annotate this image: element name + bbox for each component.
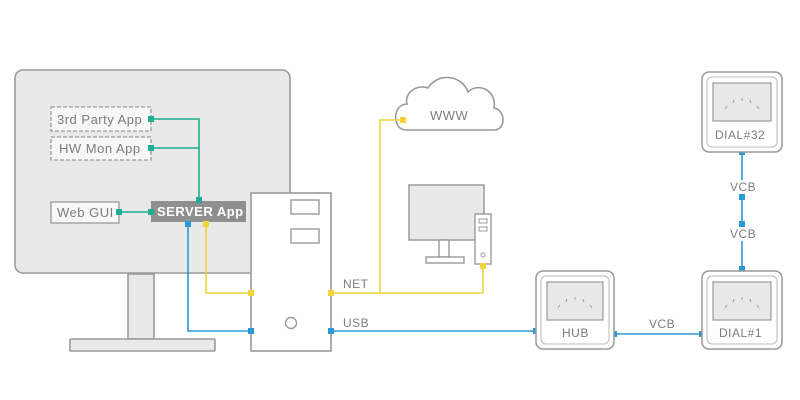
hub-label: HUB: [562, 326, 589, 340]
usb-lines: [187, 152, 743, 335]
dial-1-label: DIAL#1: [719, 326, 762, 340]
app-third-party-label: 3rd Party App: [57, 112, 142, 127]
net-lines: [205, 119, 484, 294]
app-link-lines: [119, 118, 200, 213]
cloud-icon: WWW: [394, 76, 504, 131]
usb-label: USB: [343, 316, 369, 330]
app-hw-mon-box: HW Mon App: [50, 136, 152, 161]
vcb-upper-label: VCB: [730, 180, 756, 194]
app-server-label: SERVER App: [157, 204, 244, 219]
dial-32-label: DIAL#32: [715, 128, 765, 142]
hub-device: HUB: [535, 270, 615, 350]
dial-1-device: DIAL#1: [701, 270, 783, 350]
app-hw-mon-label: HW Mon App: [59, 141, 141, 156]
vcb-hub-dial-label: VCB: [649, 317, 675, 331]
gauge-icon: [712, 82, 772, 122]
app-web-gui-label: Web GUI: [57, 205, 114, 220]
gauge-icon: [712, 281, 772, 321]
app-web-gui-box: Web GUI: [50, 201, 120, 224]
net-label: NET: [343, 277, 369, 291]
app-server-box: SERVER App: [151, 201, 246, 222]
vcb-lower-label: VCB: [730, 227, 756, 241]
www-label: WWW: [430, 108, 469, 123]
app-third-party-box: 3rd Party App: [50, 106, 152, 132]
gauge-icon: [546, 281, 604, 321]
power-button-icon: [284, 316, 298, 330]
client-pc-icon: [408, 184, 492, 265]
dial-32-device: DIAL#32: [701, 71, 783, 153]
pc-tower: [250, 192, 332, 352]
